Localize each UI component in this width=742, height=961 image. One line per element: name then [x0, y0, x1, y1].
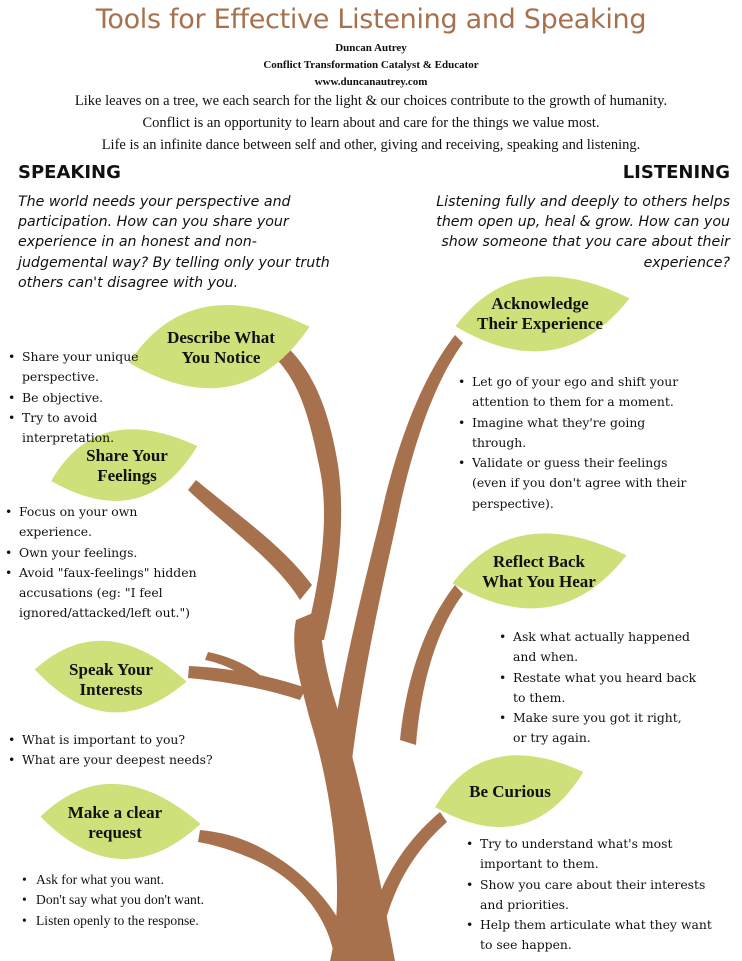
- list-item: Listen openly to the response.: [22, 911, 252, 932]
- page-title: Tools for Effective Listening and Speaki…: [95, 4, 647, 35]
- list-item: Let go of your ego and shift yourattenti…: [458, 372, 738, 413]
- list-item: Don't say what you don't want.: [22, 890, 252, 911]
- author-role: Conflict Transformation Catalyst & Educa…: [263, 59, 479, 71]
- tree-leaves: [34, 276, 630, 860]
- tree-branches: [188, 335, 463, 961]
- list-item: Own your feelings.: [5, 543, 235, 564]
- list-item: Be objective.: [8, 388, 168, 409]
- acknowledge-bullets: Let go of your ego and shift yourattenti…: [458, 372, 738, 514]
- speaking-intro: The world needs your perspective and par…: [18, 194, 330, 291]
- list-item: Ask for what you want.: [22, 870, 252, 891]
- leaf-describe-what-you-notice: Describe What You Notice: [167, 328, 275, 367]
- leaf-shape-describe: [128, 304, 310, 389]
- quote-2: Conflict is an opportunity to learn abou…: [142, 115, 600, 131]
- leaf-shape-interests: [34, 640, 187, 713]
- listening-heading: LISTENING: [622, 162, 730, 183]
- interests-bullets: What is important to you? What are your …: [8, 730, 248, 771]
- leaf-shape-acknowledge: [455, 276, 630, 352]
- list-item: What is important to you?: [8, 730, 248, 751]
- leaf-shape-request: [40, 783, 201, 860]
- speaking-heading: SPEAKING: [18, 162, 121, 183]
- list-item: Validate or guess their feelings(even if…: [458, 453, 738, 514]
- leaf-speak-your-interests: Speak Your Interests: [69, 660, 153, 699]
- leaf-acknowledge-their-experience: Acknowledge Their Experience: [477, 294, 603, 333]
- leaf-shape-reflect: [452, 533, 627, 609]
- leaf-reflect-back-what-you-hear: Reflect Back What You Hear: [482, 552, 596, 591]
- author-name: Duncan Autrey: [335, 42, 407, 54]
- listening-intro: Listening fully and deeply to others hel…: [436, 194, 730, 271]
- list-item: Avoid "faux-feelings" hiddenaccusations …: [5, 563, 235, 624]
- leaf-make-a-clear-request: Make a clear request: [67, 803, 163, 842]
- quote-1: Like leaves on a tree, we each search fo…: [74, 93, 668, 109]
- leaf-be-curious: Be Curious: [469, 782, 551, 801]
- leaf-share-your-feelings: Share Your Feelings: [86, 446, 168, 485]
- list-item: Make sure you got it right,or try again.: [499, 708, 739, 749]
- list-item: What are your deepest needs?: [8, 750, 248, 771]
- request-bullets: Ask for what you want. Don't say what yo…: [22, 870, 252, 931]
- list-item: Try to avoid interpretation.: [8, 408, 168, 449]
- quote-3: Life is an infinite dance between self a…: [101, 137, 641, 153]
- leaf-shape-curious: [435, 755, 584, 827]
- author-website[interactable]: www.duncanautrey.com: [314, 76, 428, 88]
